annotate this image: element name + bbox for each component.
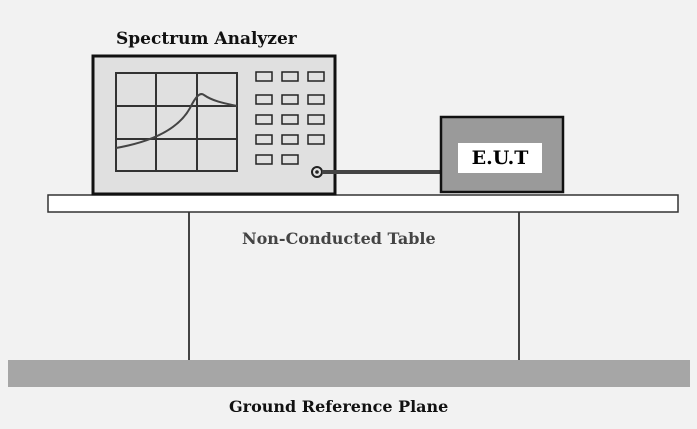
analyzer-button: [281, 134, 299, 145]
spectrum-trace: [115, 93, 238, 149]
analyzer-button: [307, 134, 325, 145]
analyzer-button: [255, 154, 273, 165]
analyzer-button: [307, 71, 325, 82]
table-label: Non-Conducted Table: [242, 229, 436, 248]
analyzer-button: [255, 94, 273, 105]
analyzer-button: [281, 94, 299, 105]
analyzer-button: [281, 154, 299, 165]
table-top: [47, 194, 679, 213]
spectrum-analyzer: [91, 54, 337, 196]
ground-reference-plane: [8, 360, 690, 387]
analyzer-button: [281, 71, 299, 82]
analyzer-button: [255, 114, 273, 125]
analyzer-button: [255, 71, 273, 82]
analyzer-input-port-center: [315, 170, 319, 174]
analyzer-button: [255, 134, 273, 145]
analyzer-screen: [115, 72, 238, 172]
eut-label: E.U.T: [458, 143, 542, 173]
analyzer-button: [281, 114, 299, 125]
ground-plane-label: Ground Reference Plane: [229, 397, 449, 416]
analyzer-button: [307, 94, 325, 105]
spectrum-analyzer-label: Spectrum Analyzer: [116, 29, 297, 49]
analyzer-button-panel: [255, 71, 325, 165]
analyzer-button: [307, 114, 325, 125]
